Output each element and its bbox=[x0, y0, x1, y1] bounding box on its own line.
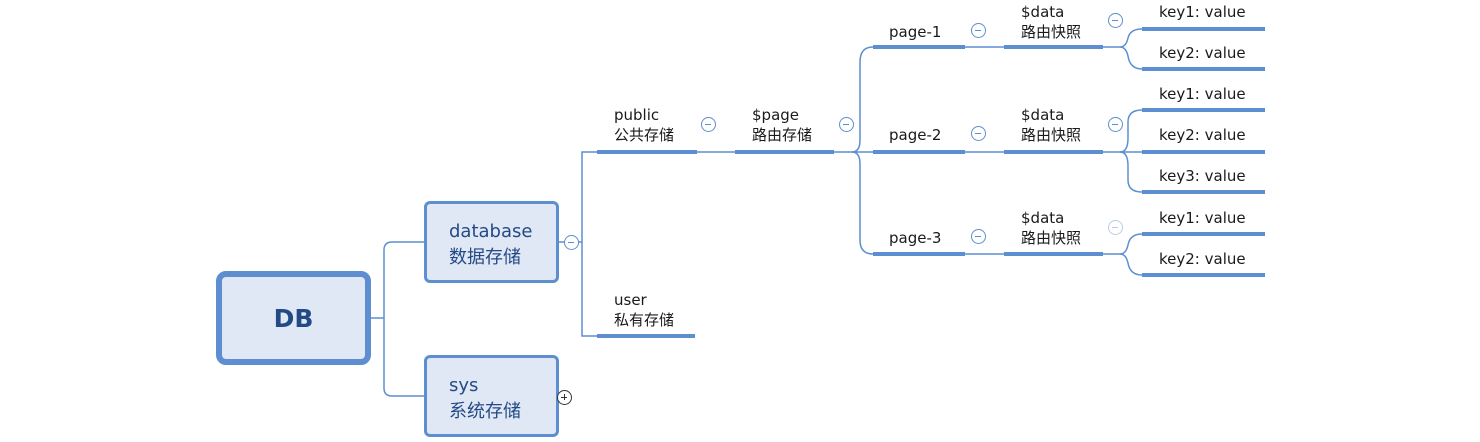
node-user-label: user bbox=[614, 291, 647, 309]
node-data-3-label: $data bbox=[1021, 209, 1065, 227]
node-public-sublabel: 公共存储 bbox=[614, 126, 675, 144]
collapse-database-icon[interactable] bbox=[564, 235, 579, 250]
collapse-data-3-icon[interactable] bbox=[1108, 220, 1123, 235]
collapse-page-1-icon[interactable] bbox=[971, 23, 986, 38]
connector-database-user bbox=[581, 242, 597, 337]
node-data-2-sublabel: 路由快照 bbox=[1021, 126, 1082, 144]
node-database-sublabel: 数据存储 bbox=[449, 247, 521, 268]
node-page-store-sublabel: 路由存储 bbox=[752, 126, 813, 144]
node-user[interactable]: user 私有存储 bbox=[614, 290, 674, 330]
collapse-public-icon[interactable] bbox=[701, 117, 716, 132]
node-data-2-label: $data bbox=[1021, 106, 1065, 124]
node-page-store[interactable]: $page 路由存储 bbox=[752, 105, 812, 145]
connector-data1-keys bbox=[1103, 28, 1143, 48]
collapse-page-2-icon[interactable] bbox=[971, 126, 986, 141]
connector-page-page3 bbox=[851, 151, 874, 255]
connector-database-public bbox=[559, 151, 597, 243]
root-node-label: DB bbox=[273, 303, 314, 333]
node-page-store-label: $page bbox=[752, 106, 800, 124]
node-data-3-sublabel: 路由快照 bbox=[1021, 229, 1082, 247]
node-p2-key1[interactable]: key1: value bbox=[1159, 85, 1246, 103]
connector-page-page1 bbox=[834, 46, 874, 153]
node-public-label: public bbox=[614, 106, 660, 124]
node-user-sublabel: 私有存储 bbox=[614, 311, 675, 329]
node-p2-key2[interactable]: key2: value bbox=[1159, 126, 1246, 144]
node-p3-key1[interactable]: key1: value bbox=[1159, 209, 1246, 227]
expand-sys-icon[interactable] bbox=[557, 390, 572, 405]
node-public[interactable]: public 公共存储 bbox=[614, 105, 674, 145]
node-p2-key3[interactable]: key3: value bbox=[1159, 167, 1246, 185]
node-page-1[interactable]: page-1 bbox=[889, 23, 942, 41]
node-page-3[interactable]: page-3 bbox=[889, 229, 942, 247]
connector-data3-keys bbox=[1103, 233, 1143, 255]
collapse-data-2-icon[interactable] bbox=[1108, 117, 1123, 132]
node-sys-label: sys bbox=[449, 375, 479, 396]
node-database[interactable]: database 数据存储 bbox=[424, 201, 559, 283]
node-data-1-label: $data bbox=[1021, 3, 1065, 21]
collapse-page-store-icon[interactable] bbox=[839, 117, 854, 132]
node-data-3[interactable]: $data 路由快照 bbox=[1021, 208, 1081, 248]
node-data-1[interactable]: $data 路由快照 bbox=[1021, 2, 1081, 42]
node-p1-key2[interactable]: key2: value bbox=[1159, 44, 1246, 62]
connector-root-database bbox=[371, 241, 424, 319]
collapse-page-3-icon[interactable] bbox=[971, 229, 986, 244]
node-sys[interactable]: sys 系统存储 bbox=[424, 355, 559, 437]
connector-root-sys bbox=[383, 318, 424, 397]
node-data-2[interactable]: $data 路由快照 bbox=[1021, 105, 1081, 145]
node-p3-key2[interactable]: key2: value bbox=[1159, 250, 1246, 268]
root-node-db[interactable]: DB bbox=[216, 271, 371, 365]
node-database-label: database bbox=[449, 221, 533, 242]
node-sys-sublabel: 系统存储 bbox=[449, 401, 521, 422]
collapse-data-1-icon[interactable] bbox=[1108, 13, 1123, 28]
node-data-1-sublabel: 路由快照 bbox=[1021, 23, 1082, 41]
node-p1-key1[interactable]: key1: value bbox=[1159, 3, 1246, 21]
node-page-2[interactable]: page-2 bbox=[889, 126, 942, 144]
